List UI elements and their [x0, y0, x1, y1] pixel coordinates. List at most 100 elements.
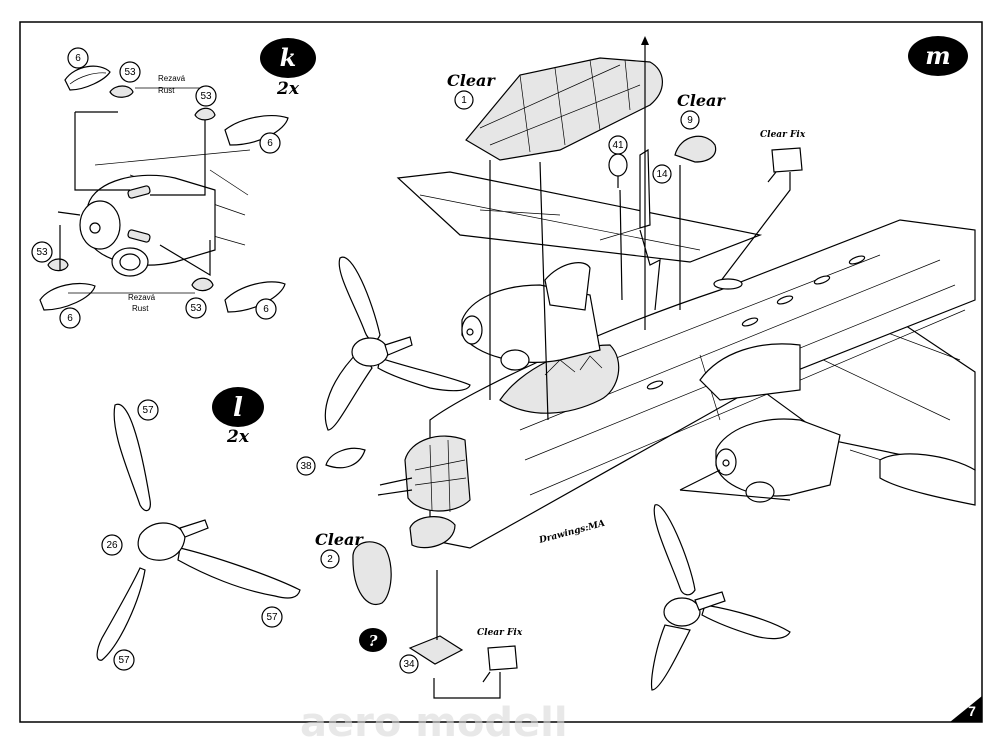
watermark-text: aero modell: [300, 700, 568, 746]
wingtip-nacelle-right: [879, 453, 976, 506]
part-6c-number: 6: [67, 313, 73, 324]
part-41-callout: [608, 135, 628, 155]
question-mark: ?: [369, 632, 378, 650]
propeller-blade-right: [177, 547, 301, 599]
step-l-letter: l: [233, 393, 243, 423]
rust-label-en-2: Rust: [132, 304, 149, 313]
part-57b-number: 57: [266, 612, 278, 623]
step-k-nacelle: [87, 174, 216, 266]
part-2-callout: [320, 549, 340, 569]
part-57c-callout: [113, 649, 135, 671]
right-engine-hub-center: [722, 459, 730, 467]
part-34-plate: [408, 635, 464, 665]
nose-glazing-frames: [414, 439, 467, 513]
left-wing: [396, 171, 763, 263]
part-6-exhaust-upper-left: [64, 65, 111, 91]
right-engine-leader: [679, 469, 791, 501]
clear-fix-bottle-top: [771, 147, 803, 173]
part-38-blister: [325, 447, 366, 469]
part-53b-callout: [195, 85, 217, 107]
step-m-group: m: [296, 36, 976, 699]
page-corner: [950, 696, 982, 722]
part-53a-number: 53: [124, 67, 136, 78]
step-k-intake-inner: [119, 253, 141, 271]
question-badge: [359, 628, 387, 652]
part-14-number: 14: [656, 169, 668, 180]
part-6d-callout: [255, 298, 277, 320]
nose-glazing: [404, 435, 471, 512]
part-38-callout: [296, 456, 316, 476]
cockpit-opening: [499, 344, 620, 414]
step-k-multiplier: 2x: [276, 79, 300, 99]
canopy-part-1: [465, 57, 663, 161]
part-26-callout: [101, 534, 123, 556]
page-border: [19, 21, 983, 723]
drawing-credit: Drawings:MA: [537, 519, 606, 546]
part-53-exhaust-stub-upper: [109, 85, 134, 98]
left-wing-panel-lines: [419, 194, 701, 251]
step-m-leader-lines: [489, 40, 681, 421]
step-k-group: k 2x 6 53 Rezavá Rust 53 6 53: [31, 38, 316, 329]
part-57a-number: 57: [142, 405, 154, 416]
part-9-callout: [680, 110, 700, 130]
right-engine-intake: [745, 481, 775, 503]
left-engine-intake: [500, 349, 530, 371]
part-57b-callout: [261, 606, 283, 628]
part-6c-callout: [59, 307, 81, 329]
part-53-exhaust-stub-lower-right: [191, 277, 214, 292]
step-k-badge: [260, 38, 316, 78]
step-l-badge: [212, 387, 264, 427]
left-engine-cowl-top: [544, 262, 591, 311]
canopy-frames: [479, 59, 641, 153]
part-41-number: 41: [612, 140, 624, 151]
step-m-badge: [908, 36, 968, 76]
part-53d-callout: [185, 297, 207, 319]
part-53a-callout: [119, 61, 141, 83]
clear-fix-drop-bottom: [482, 671, 491, 683]
propeller-blade-upper: [113, 403, 151, 512]
clear-fix-leader-top: [719, 172, 791, 283]
clear-fix-bottle-bottom: [487, 645, 518, 671]
propeller-shaft: [179, 519, 209, 538]
part-53b-number: 53: [200, 91, 212, 102]
nose-gun-barrels: [377, 477, 413, 496]
part-6a-number: 6: [75, 53, 81, 64]
step-k-exhaust-upper: [127, 185, 151, 199]
step-k-exhaust-lower: [127, 229, 151, 243]
part-6-exhaust-lower-right: [224, 281, 286, 313]
left-engine-hub-center: [466, 328, 474, 336]
step-k-leader-lines: [57, 111, 211, 277]
step-l-multiplier: 2x: [226, 427, 250, 447]
right-engine-nacelle: [715, 418, 841, 497]
part-6a-callout: [67, 47, 89, 69]
rust-label-en-1: Rust: [158, 86, 175, 95]
antenna-hole: [713, 278, 743, 290]
part-2-number: 2: [327, 554, 333, 565]
part-41-ring: [608, 153, 628, 177]
part-26-number: 26: [106, 540, 118, 551]
part-2-nose-glass: [352, 541, 392, 606]
right-engine-cowl-top: [699, 343, 801, 401]
part-1-callout: [454, 90, 474, 110]
main-propeller-right: [650, 504, 791, 691]
part-38-number: 38: [300, 461, 312, 472]
part-6b-number: 6: [267, 138, 273, 149]
page-number: 7: [968, 703, 976, 719]
part-34-number: 34: [403, 659, 415, 670]
part-14-callout: [652, 164, 672, 184]
main-propeller-left: [324, 256, 471, 431]
fuselage-windows: [646, 255, 866, 390]
part-57c-number: 57: [118, 655, 130, 666]
part-53-exhaust-stub-upper-right: [194, 107, 216, 121]
blister-part-9: [674, 135, 717, 163]
part-53c-callout: [31, 241, 53, 263]
clear-label-9: Clear: [677, 91, 726, 110]
fuselage: [429, 219, 976, 549]
part-53c-number: 53: [36, 247, 48, 258]
step-k-spinner-face: [79, 200, 121, 250]
part-6d-number: 6: [263, 304, 269, 315]
part-9-number: 9: [687, 115, 693, 126]
clear-fix-drop-top: [767, 171, 777, 183]
part-1-number: 1: [461, 95, 467, 106]
